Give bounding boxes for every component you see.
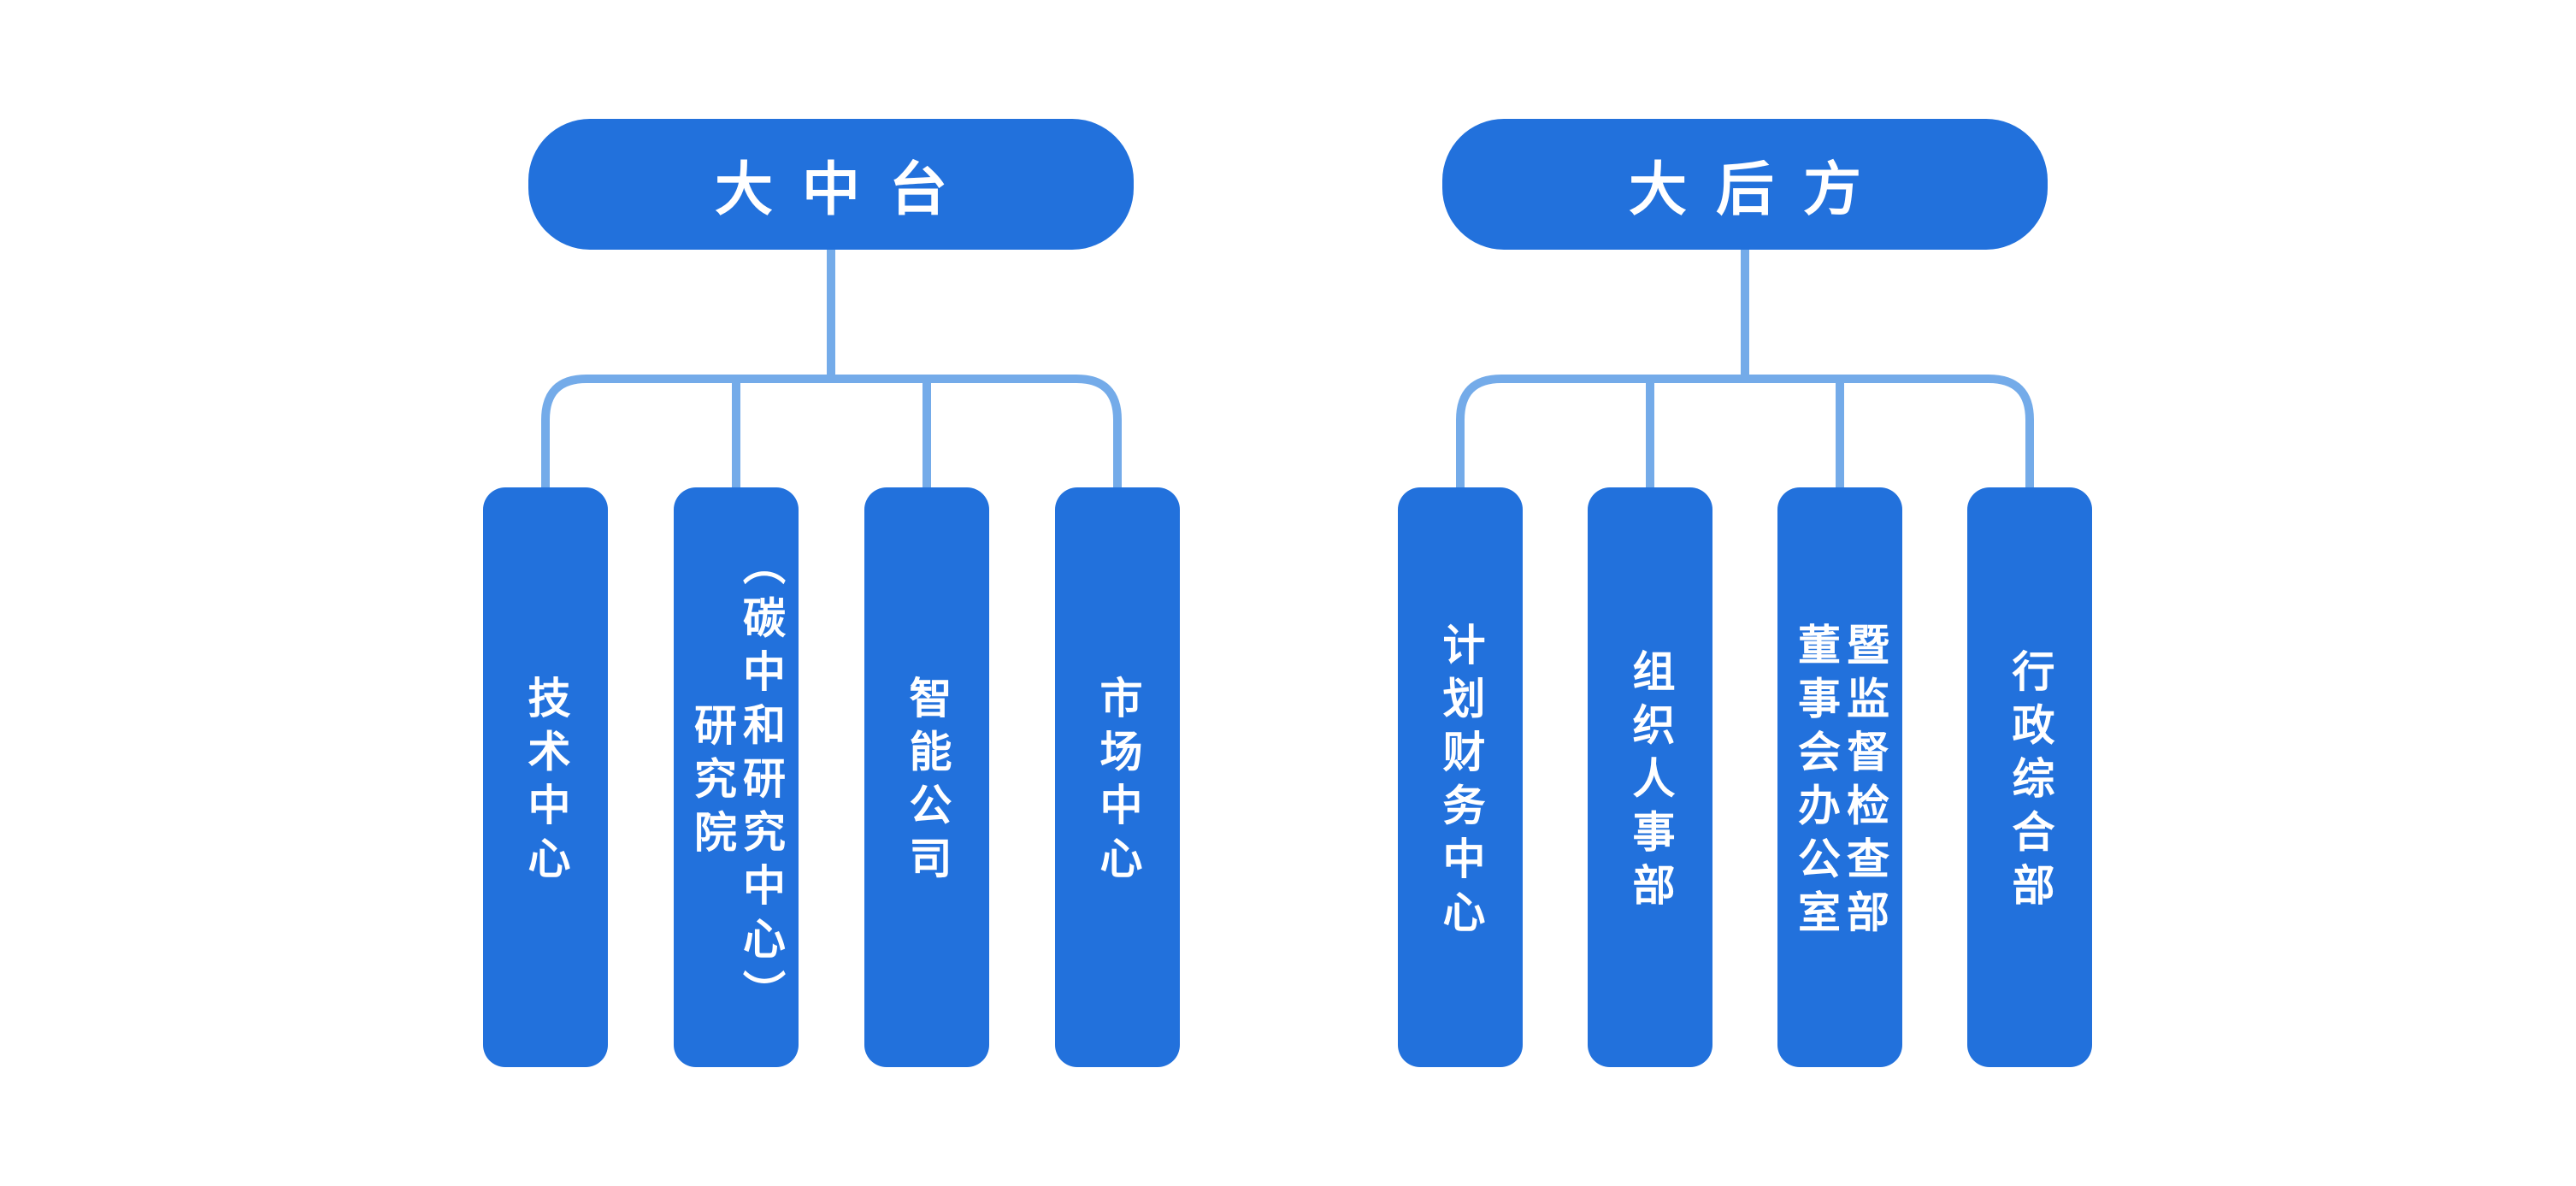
root-node-label: 大后方: [1628, 156, 1890, 224]
child-node-organization-hr-dept: 组织人事部: [1588, 487, 1712, 1067]
connector-bus-left: [541, 375, 1122, 493]
child-node-label: 市场中心: [1093, 676, 1143, 890]
child-node-intelligent-company: 智能公司: [864, 487, 989, 1067]
child-node-label: 行政综合部: [2005, 649, 2055, 917]
child-node-label: 组织人事部: [1625, 649, 1676, 917]
child-node-admin-general-dept: 行政综合部: [1967, 487, 2092, 1067]
child-node-planning-finance-center: 计划财务中心: [1398, 487, 1523, 1067]
root-node-label: 大中台: [714, 156, 976, 224]
child-node-technology-center: 技术中心: [483, 487, 608, 1067]
child-node-market-center: 市场中心: [1055, 487, 1180, 1067]
root-node-da-zhong-tai: 大中台: [528, 119, 1134, 250]
root-node-da-hou-fang: 大后方: [1442, 119, 2048, 250]
child-node-board-office-supervision-dept: 董事会办公室 暨监督检查部: [1777, 487, 1902, 1067]
child-node-label: 研究院 （碳中和研究中心）: [687, 542, 786, 1024]
child-node-research-institute: 研究院 （碳中和研究中心）: [674, 487, 799, 1067]
child-node-label: 智能公司: [902, 676, 952, 890]
connector-bus-right: [1456, 375, 2034, 493]
child-node-label: 技术中心: [521, 676, 571, 890]
child-node-label: 计划财务中心: [1435, 622, 1486, 943]
child-node-label: 董事会办公室 暨监督检查部: [1791, 622, 1889, 943]
